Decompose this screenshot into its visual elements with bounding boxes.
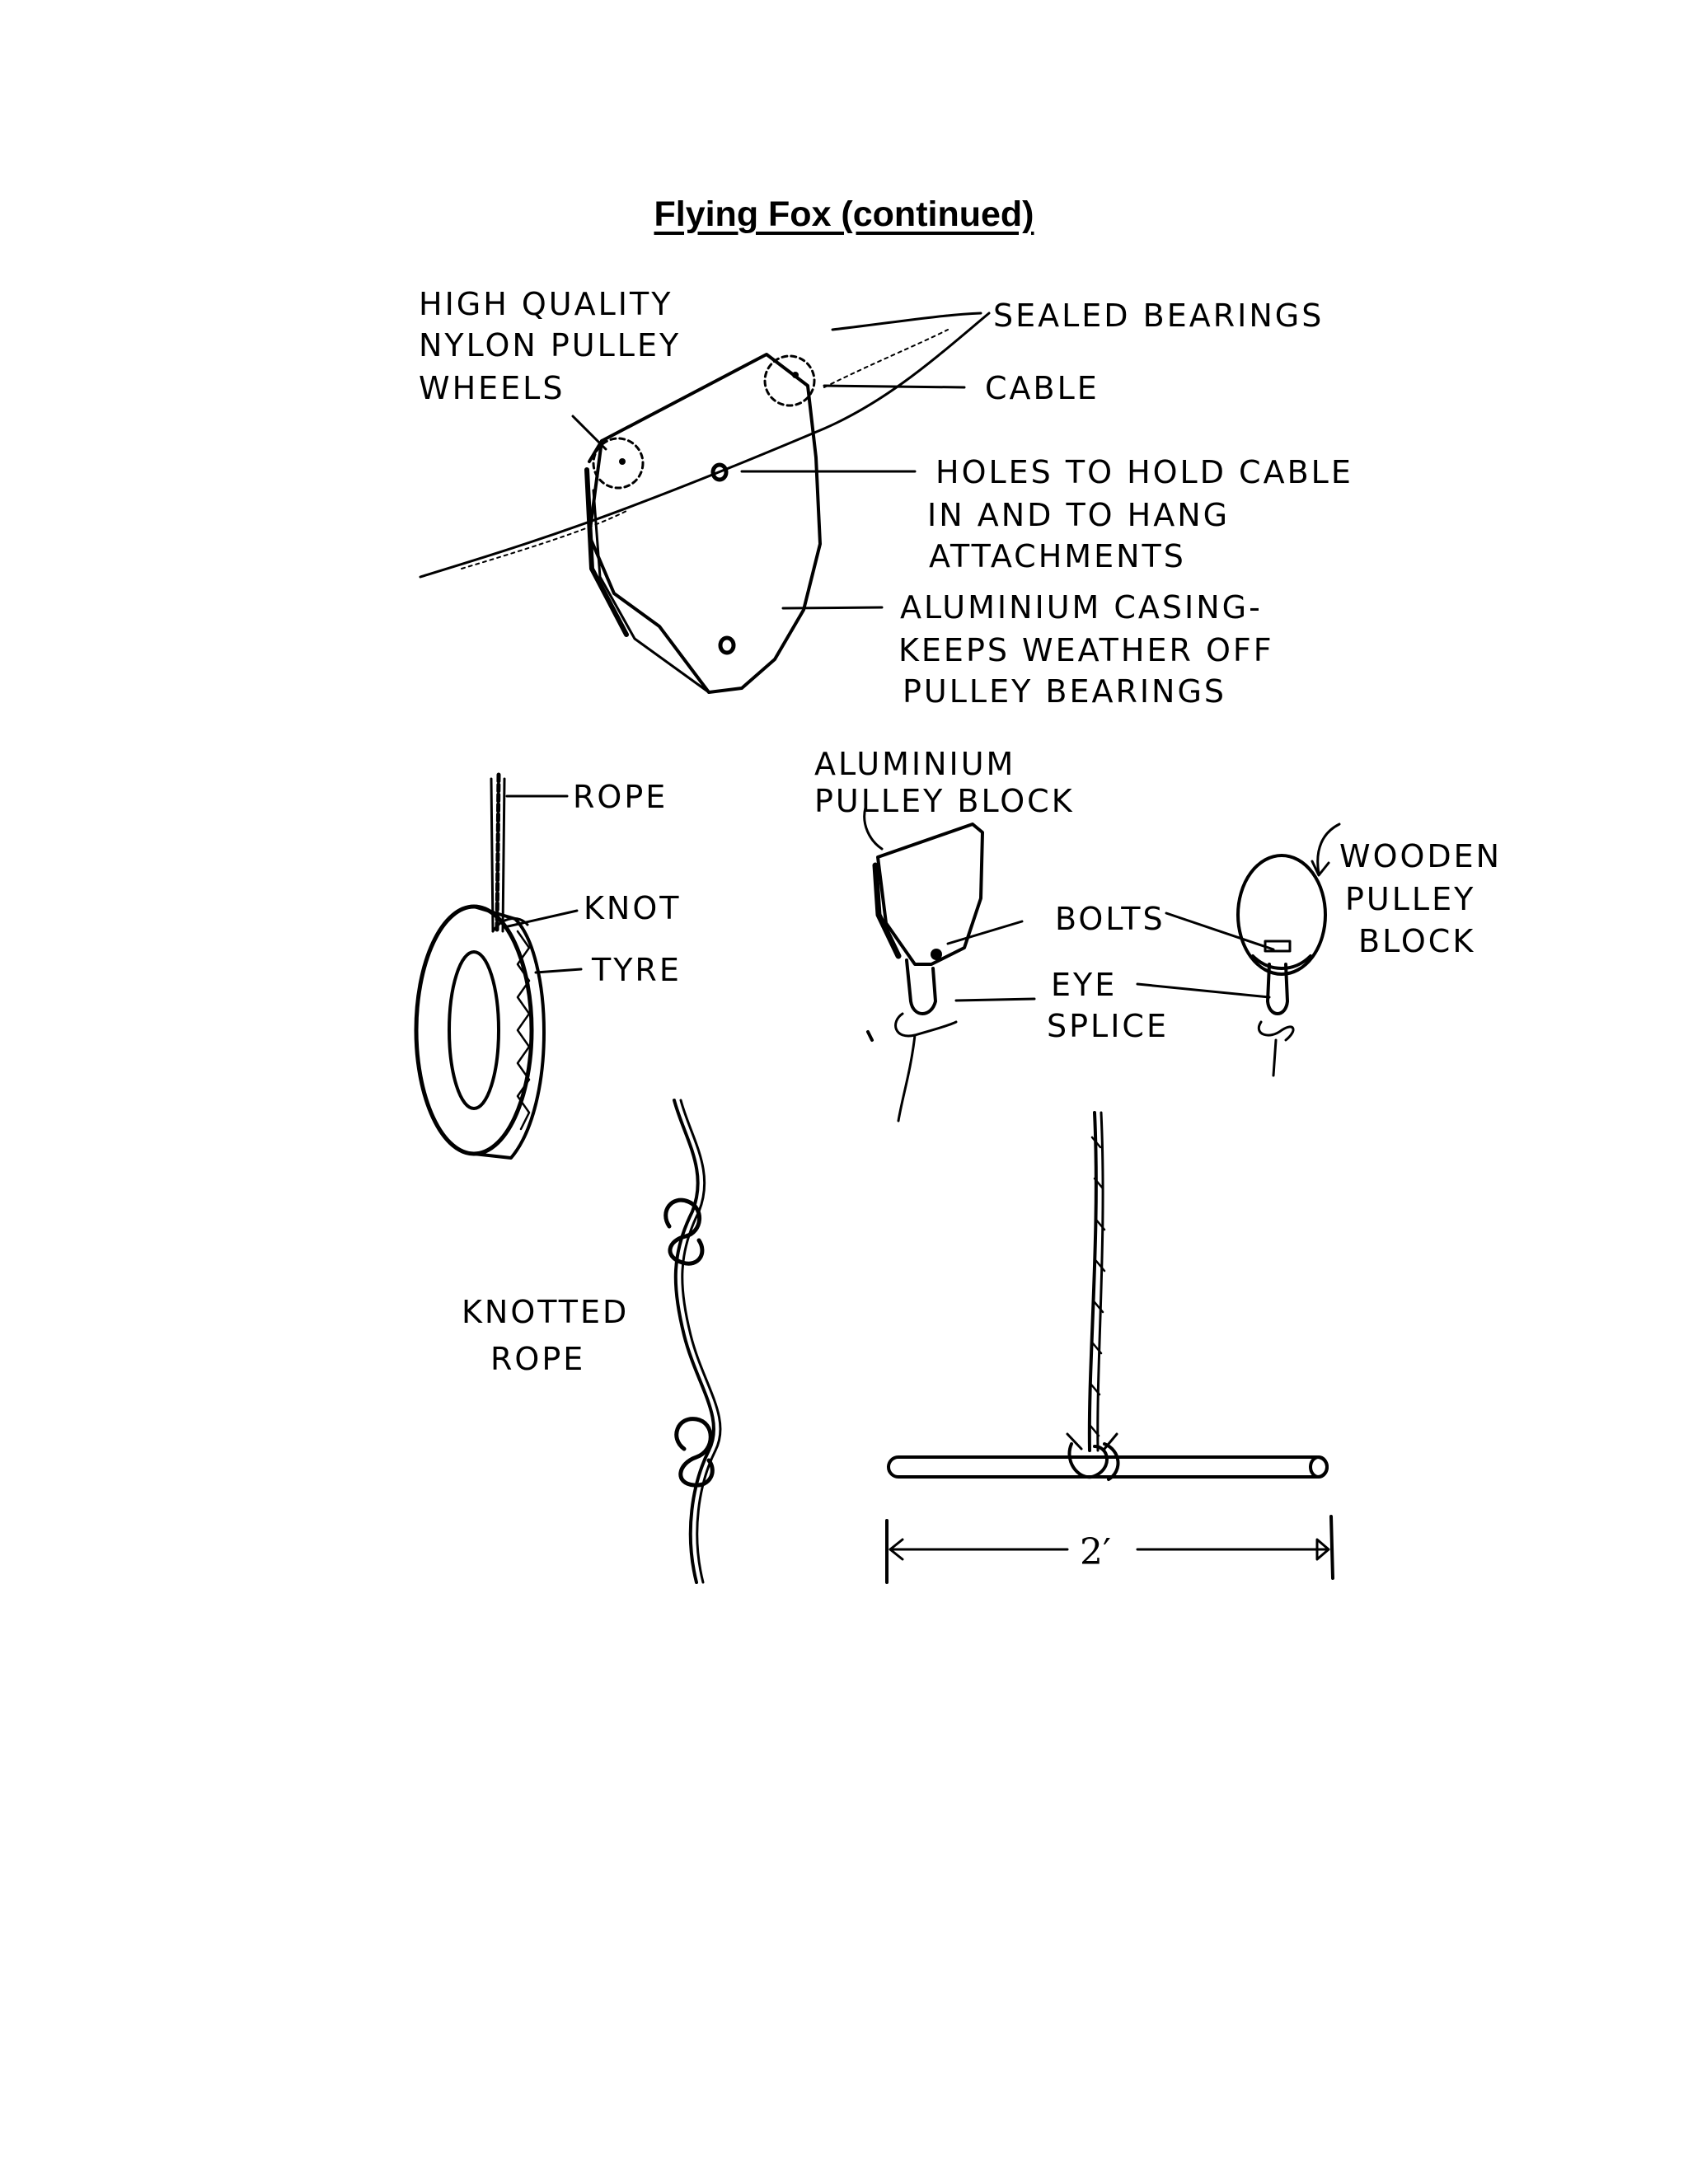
nylon-pulley-wheel	[592, 437, 645, 490]
label-wooden-3: BLOCK	[1358, 923, 1475, 959]
pulley-unit-illustration	[419, 312, 991, 694]
label-wooden-2: PULLEY	[1345, 881, 1475, 917]
label-knotted: KNOTTED	[462, 1294, 629, 1330]
dimension-label: 2′	[1080, 1531, 1111, 1573]
label-casing-3: PULLEY BEARINGS	[903, 673, 1226, 710]
label-cable: CABLE	[985, 370, 1100, 406]
label-nylon-wheels-3: WHEELS	[419, 370, 565, 406]
label-knotted-rope: ROPE	[490, 1341, 585, 1377]
page-title: Flying Fox (continued)	[654, 194, 1034, 234]
label-casing-2: KEEPS WEATHER OFF	[898, 632, 1274, 668]
label-holes-3: ATTACHMENTS	[929, 538, 1186, 574]
label-eye: EYE	[1051, 967, 1117, 1003]
tyre-outer	[414, 904, 534, 1156]
label-rope: ROPE	[573, 779, 668, 815]
tyre-swing-illustration	[414, 772, 583, 1160]
label-knot: KNOT	[584, 890, 681, 926]
wooden-pulley-block-illustration	[1136, 823, 1341, 1077]
label-tyre: TYRE	[591, 952, 682, 988]
bar-swing-illustration	[885, 1111, 1334, 1584]
cable-hole	[710, 462, 729, 482]
tyre-inner	[448, 950, 500, 1110]
label-alu-block-1: ALUMINIUM	[814, 746, 1015, 782]
label-holes-2: IN AND TO HANG	[927, 497, 1230, 533]
attachment-hole	[718, 635, 736, 655]
knotted-rope-illustration	[663, 1099, 722, 1584]
aluminium-pulley-block-illustration	[863, 806, 1036, 1122]
label-holes-1: HOLES TO HOLD CABLE	[935, 454, 1353, 490]
label-alu-block-2: PULLEY BLOCK	[814, 783, 1075, 819]
sealed-bearing-wheel	[763, 354, 816, 407]
label-splice: SPLICE	[1047, 1008, 1169, 1044]
label-nylon-wheels-1: HIGH QUALITY	[419, 286, 673, 322]
label-sealed-bearings: SEALED BEARINGS	[993, 298, 1324, 334]
label-casing-1: ALUMINIUM CASING-	[900, 589, 1263, 626]
label-bolts: BOLTS	[1055, 901, 1165, 937]
label-wooden-1: WOODEN	[1339, 838, 1502, 874]
label-nylon-wheels-2: NYLON PULLEY	[419, 327, 681, 363]
